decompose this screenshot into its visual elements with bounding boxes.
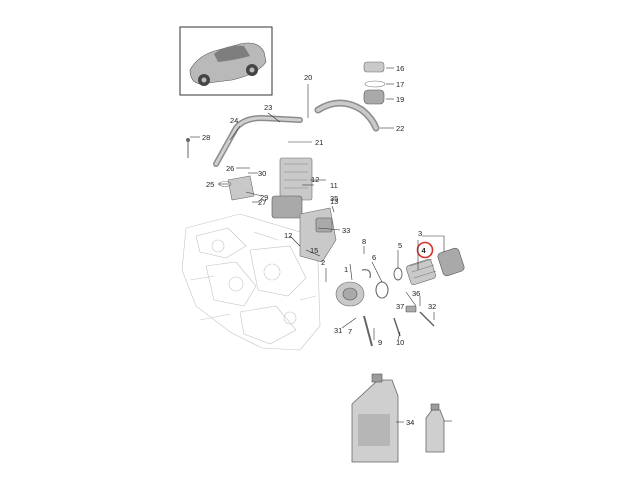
oil-separator-housing[interactable] xyxy=(271,157,313,219)
callout: 21 xyxy=(315,138,323,147)
callout: 10 xyxy=(396,338,404,347)
callout: 17 xyxy=(396,80,404,89)
breather-pipe[interactable] xyxy=(213,114,303,167)
callout: 37 xyxy=(396,302,404,311)
callout: 7 xyxy=(348,327,352,336)
callout: 11 xyxy=(330,181,338,190)
callout: 16 xyxy=(396,64,404,73)
oil-filter-housing[interactable] xyxy=(335,269,371,307)
callout: 20 xyxy=(304,73,312,82)
callout: 25 xyxy=(206,180,214,189)
callout: 15 xyxy=(310,246,318,255)
engine-oil-canister-large[interactable] xyxy=(351,373,399,463)
callout: 33 xyxy=(342,226,350,235)
callout: 29 xyxy=(260,193,268,202)
callout: 26 xyxy=(226,164,234,173)
bolts-and-fittings[interactable] xyxy=(186,138,435,347)
oil-filter-insert[interactable] xyxy=(406,258,437,286)
callout: 8 xyxy=(362,237,366,246)
callout: 4 xyxy=(422,246,427,255)
callout: 19 xyxy=(396,95,404,104)
callout: 5 xyxy=(398,241,402,250)
callout: 1 xyxy=(344,265,348,274)
callout: 35 xyxy=(330,194,338,203)
callout: 12 xyxy=(311,175,319,184)
callout: 3 xyxy=(418,229,422,238)
callout: 12 xyxy=(284,231,292,240)
vehicle-thumbnail[interactable] xyxy=(179,26,273,96)
filter-bracket-assembly[interactable] xyxy=(299,207,337,263)
callout: 24 xyxy=(230,116,238,125)
callout: 31 xyxy=(334,326,342,335)
filter-cap[interactable] xyxy=(437,247,465,277)
bracket[interactable] xyxy=(218,175,255,201)
engine-block-outline xyxy=(181,213,321,351)
callout: 2 xyxy=(321,258,325,267)
breather-hose-assembly[interactable] xyxy=(314,61,386,132)
callout: 22 xyxy=(396,124,404,133)
callout-labels: 1 2 3 4 5 6 7 8 9 10 11 12 12 13 15 16 1… xyxy=(202,64,436,427)
callout: 32 xyxy=(428,302,436,311)
highlight-ring xyxy=(416,241,434,259)
callout: 27 xyxy=(258,198,266,207)
seal-rings[interactable] xyxy=(375,267,403,299)
callout: 23 xyxy=(264,103,272,112)
callout: 6 xyxy=(372,253,376,262)
engine-oil-bottle-small[interactable] xyxy=(425,403,445,453)
leader-lines xyxy=(190,67,452,423)
callout: 30 xyxy=(258,169,266,178)
callout: 13 xyxy=(330,197,338,206)
callout: 28 xyxy=(202,133,210,142)
callout: 9 xyxy=(378,338,382,347)
callout: 34 xyxy=(406,418,414,427)
callout: 36 xyxy=(412,289,420,298)
